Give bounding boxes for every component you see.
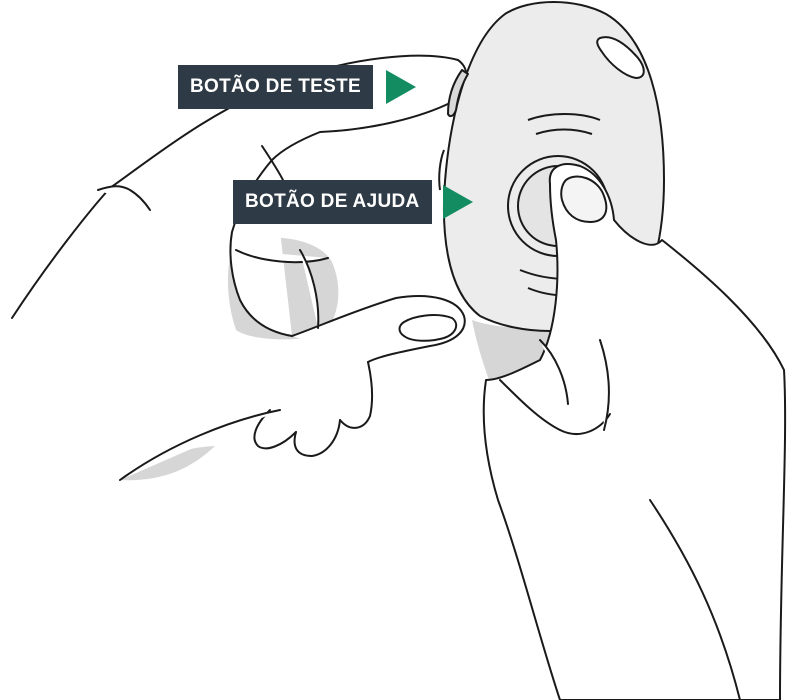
test-button-nub [447, 69, 469, 118]
lanyard-hole [596, 36, 645, 79]
test-button-callout: BOTÃO DE TESTE [178, 65, 416, 109]
help-button-arrow-icon [442, 185, 473, 219]
right-hand [482, 163, 787, 700]
test-button-arrow-icon [386, 70, 416, 104]
help-button-callout: BOTÃO DE AJUDA [233, 180, 473, 224]
left-hand [11, 54, 468, 481]
help-button-label: BOTÃO DE AJUDA [233, 180, 432, 224]
test-button-label: BOTÃO DE TESTE [178, 65, 373, 109]
